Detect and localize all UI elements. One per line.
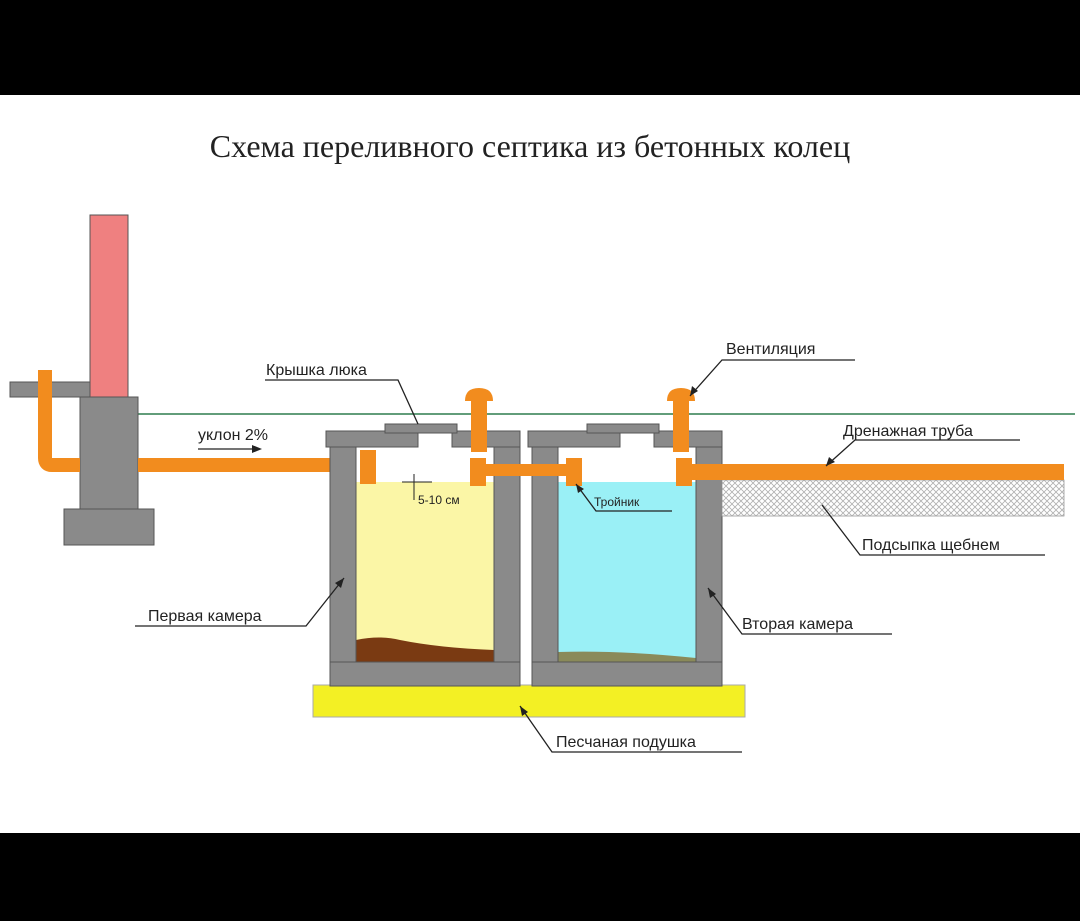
leader-ventilation-arrow <box>690 386 698 396</box>
ventilation-cap-second-icon <box>667 388 695 401</box>
leader-sand-arrow <box>520 706 528 716</box>
house-foundation <box>63 508 155 546</box>
overflow-tee-first <box>470 458 486 486</box>
inlet-tee-first <box>360 450 376 484</box>
label-hatch-cover: Крышка люка <box>266 362 367 379</box>
drain-pipe <box>692 464 1064 480</box>
ventilation-riser-second <box>673 398 689 452</box>
overflow-pipe <box>486 464 568 476</box>
inlet-tee-second <box>566 458 582 486</box>
first-chamber-hatch-cover <box>384 423 458 434</box>
label-first-chamber: Первая камера <box>148 608 262 625</box>
leader-second-chamber-arrow <box>708 588 716 598</box>
outlet-tee-second <box>676 458 692 486</box>
house-chimney <box>89 214 129 401</box>
second-chamber-bottom <box>531 661 723 687</box>
leader-drain-pipe <box>825 439 1020 467</box>
leader-tee <box>575 483 672 512</box>
slope-arrowhead <box>252 445 262 453</box>
label-gap: 5-10 см <box>418 493 460 507</box>
second-chamber-right-wall <box>695 445 723 687</box>
leader-first-chamber-arrow <box>335 578 344 588</box>
leader-first-chamber <box>135 577 345 627</box>
diagram-title: Схема переливного септика из бетонных ко… <box>209 128 851 164</box>
second-chamber-hatch-cover <box>586 423 660 434</box>
ventilation-riser-first <box>471 398 487 452</box>
second-chamber-sediment <box>558 651 696 662</box>
leader-tee-arrow <box>576 484 584 493</box>
label-second-chamber: Вторая камера <box>742 616 853 633</box>
inlet-pipe-bend <box>38 370 80 472</box>
leader-ventilation <box>689 359 855 397</box>
leader-drain-arrow <box>826 457 835 466</box>
label-tee: Тройник <box>594 495 640 509</box>
first-chamber-right-wall <box>493 445 521 687</box>
second-chamber-interior <box>558 482 696 662</box>
leader-gravel <box>821 504 1045 556</box>
second-chamber-left-wall <box>531 445 559 687</box>
label-slope: уклон 2% <box>198 427 268 444</box>
first-chamber-interior <box>356 482 494 662</box>
inlet-pipe <box>138 458 333 472</box>
label-sand-cushion: Песчаная подушка <box>556 734 696 751</box>
second-chamber-lid-left <box>527 430 621 448</box>
ventilation-cap-first-icon <box>465 388 493 401</box>
gravel-bed <box>721 479 1065 517</box>
house-wall <box>79 396 139 510</box>
first-chamber-lid-left <box>325 430 419 448</box>
first-chamber-bottom <box>329 661 521 687</box>
leader-sand <box>519 705 742 753</box>
label-drain-pipe: Дренажная труба <box>843 423 973 440</box>
leader-second-chamber <box>707 587 892 635</box>
leader-hatch-cover <box>265 379 419 425</box>
first-chamber-left-wall <box>329 445 357 687</box>
first-chamber-sludge <box>356 637 494 662</box>
label-ventilation: Вентиляция <box>726 341 815 358</box>
sand-cushion <box>312 684 746 718</box>
label-gravel: Подсыпка щебнем <box>862 537 1000 554</box>
